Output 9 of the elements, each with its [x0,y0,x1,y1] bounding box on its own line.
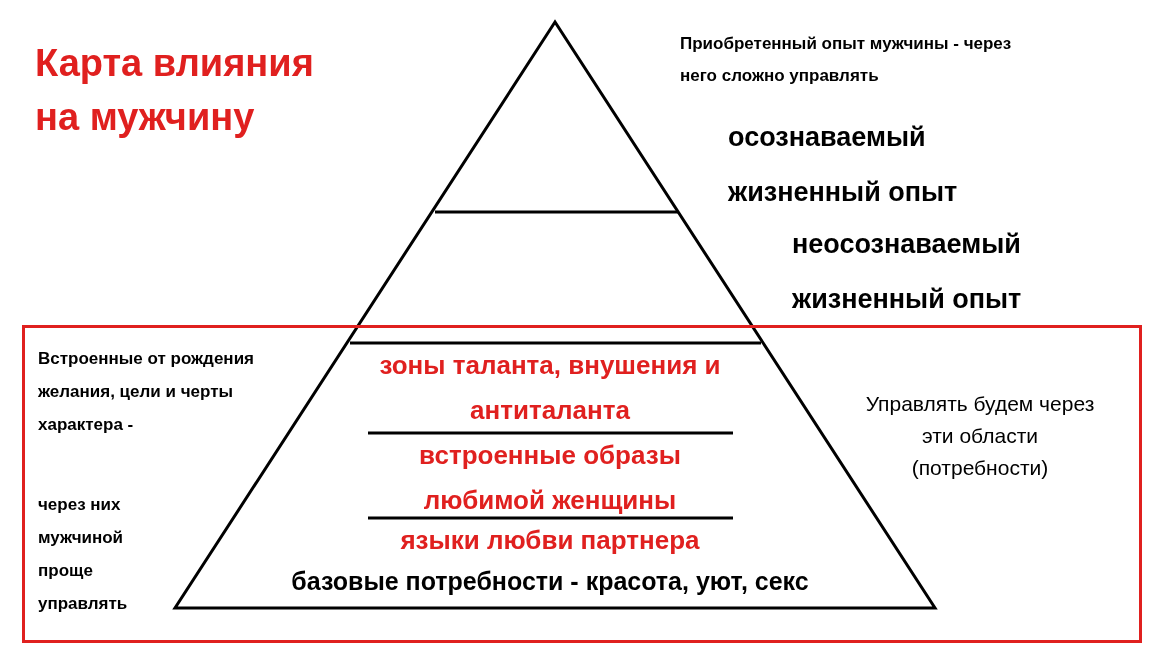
region-frame [22,325,1142,643]
title: Карта влияния на мужчину [35,41,315,140]
note-text: Встроенные от рождения желания, цели и черты характера - [38,348,255,436]
level-label: неосознаваемый жизненный опыт [792,228,1023,316]
level-label: языки любви партнера [399,524,701,557]
note-text: через них мужчиной проще управлять [38,494,129,615]
level-label: базовые потребности - красота, уют, секс [290,566,810,597]
note-text: Управлять будем через эти области (потребности) [864,391,1096,481]
note-text: Приобретенный опыт мужчины - через него сложно управлять [680,33,1013,87]
